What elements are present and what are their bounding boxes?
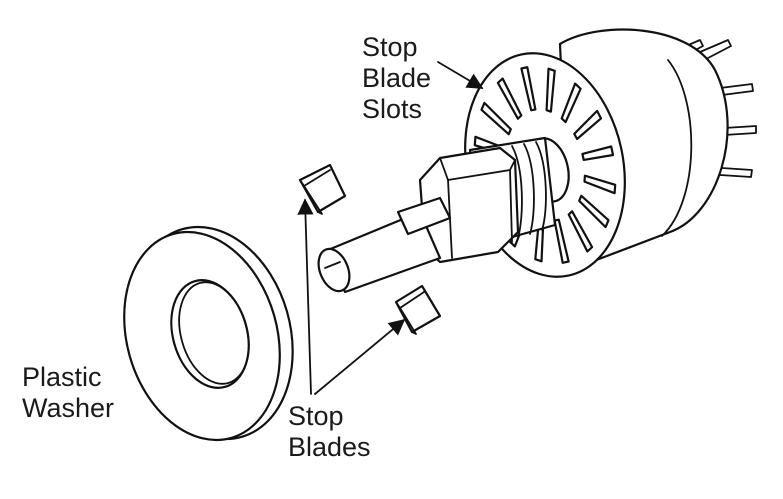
stop-blade-slot [583, 174, 617, 195]
shaft [317, 196, 452, 294]
stop-blades-label: Stop Blades [288, 401, 371, 463]
stop-blades-label-line: Stop [288, 401, 344, 431]
stop-blade-slot [553, 218, 570, 264]
stop-blade-slots-label-line: Stop [362, 32, 418, 62]
stop-blade-slot [581, 145, 615, 161]
stop-blade-lower [394, 284, 442, 335]
stop-blade-slot [480, 101, 512, 136]
plastic-washer-label-line: Plastic [22, 362, 102, 392]
plastic-washer [123, 225, 294, 442]
stop-blade-slot [578, 194, 610, 229]
stop-blade-upper [298, 163, 347, 215]
stop-blade-slot [545, 67, 556, 113]
plastic-washer-label-line: Washer [22, 393, 115, 423]
stop-blade-slots-label-line: Slots [362, 94, 423, 124]
stop-blade-slot [573, 109, 603, 141]
stop-blade-slot [567, 210, 594, 253]
stop-blade-slot [496, 77, 523, 120]
stop-blade-slots-label-line: Blade [362, 63, 432, 93]
leader-lines [297, 61, 484, 395]
stop-blade-slot [520, 66, 537, 112]
stop-blades-label-line: Blades [288, 432, 371, 462]
stop-blade-slot [560, 82, 582, 124]
plastic-washer-label: Plastic Washer [22, 362, 114, 424]
stop-blade-slots-label: Stop Blade Slots [362, 32, 431, 125]
